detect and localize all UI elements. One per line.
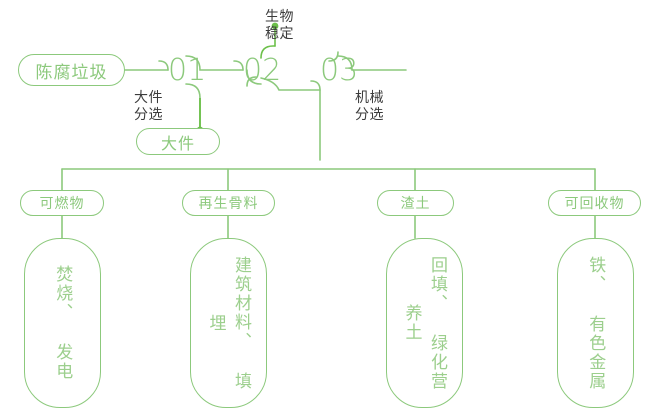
wire-01-to-dajian bbox=[185, 83, 201, 131]
outcome-box-combustible[interactable]: 焚烧、 发电 bbox=[24, 238, 101, 408]
root-node-stale-waste[interactable]: 陈腐垃圾 bbox=[18, 54, 125, 86]
category-pill-recyclables[interactable]: 可回收物 bbox=[548, 190, 641, 216]
annotation-stage-02: 生物 稳定 bbox=[265, 8, 294, 41]
arc-01-left bbox=[158, 60, 169, 71]
arc-03-left bbox=[310, 80, 321, 91]
outcome-text-combustible: 焚烧、 发电 bbox=[53, 265, 73, 381]
outcome-box-recycled-aggregate[interactable]: 建筑材料、 填埋 bbox=[190, 238, 267, 408]
byproduct-node-bulky-waste[interactable]: 大件 bbox=[136, 128, 220, 155]
outcome-box-slag-soil[interactable]: 回填、 绿化营养土 bbox=[386, 238, 463, 408]
outcome-box-recyclables[interactable]: 铁、 有色金属 bbox=[557, 238, 634, 408]
stage-number-03[interactable]: 03 bbox=[320, 53, 359, 88]
annotation-stage-03: 机械 分选 bbox=[355, 89, 384, 122]
outcome-text-recyclables: 铁、 有色金属 bbox=[586, 255, 606, 391]
category-pill-combustible[interactable]: 可燃物 bbox=[20, 190, 104, 216]
arc-02-left bbox=[233, 60, 244, 71]
outcome-text-recycled-aggregate: 建筑材料、 填埋 bbox=[206, 255, 252, 391]
stage-number-02[interactable]: 02 bbox=[243, 53, 282, 88]
outcome-text-slag-soil: 回填、 绿化营养土 bbox=[402, 255, 448, 391]
annotation-stage-01: 大件 分选 bbox=[134, 89, 163, 122]
stage-number-01[interactable]: 01 bbox=[168, 53, 207, 88]
category-pill-recycled-aggregate[interactable]: 再生骨料 bbox=[182, 190, 275, 216]
category-pill-slag-soil[interactable]: 渣土 bbox=[377, 190, 454, 216]
